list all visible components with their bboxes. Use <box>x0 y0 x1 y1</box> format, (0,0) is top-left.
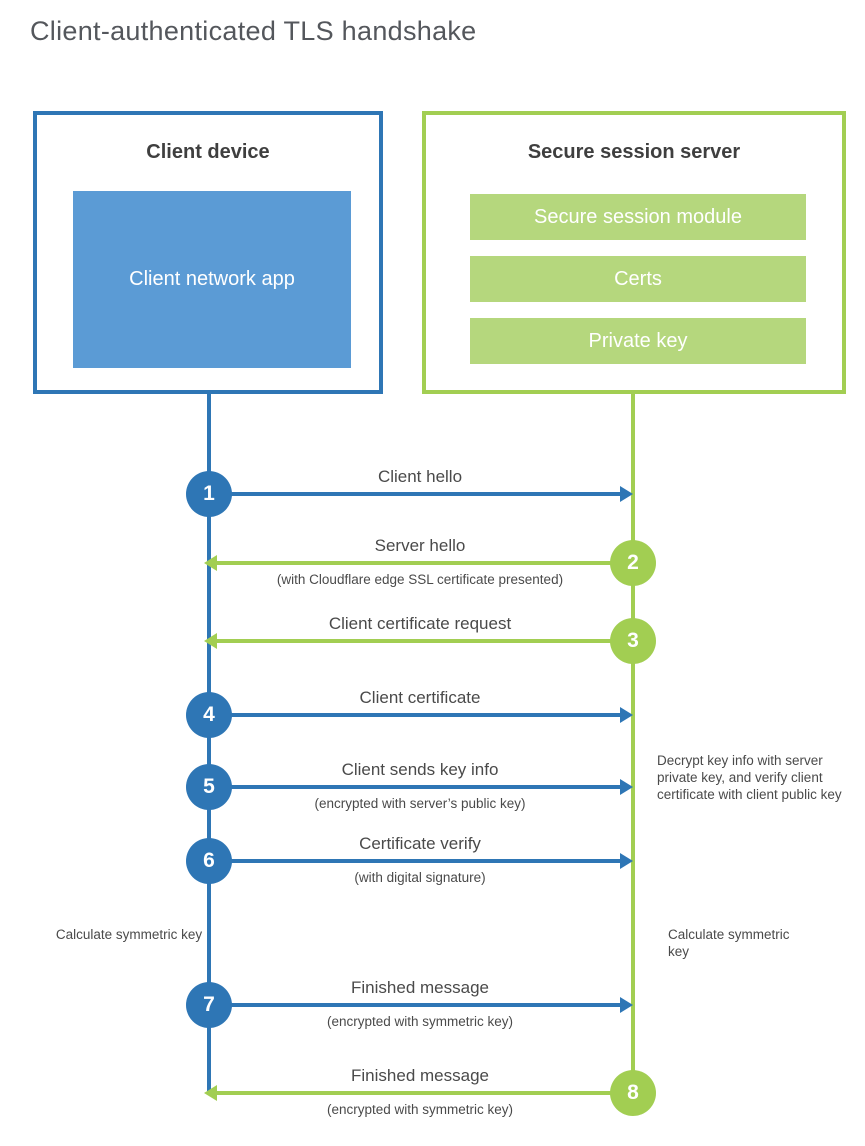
step-number-badge: 8 <box>610 1070 656 1116</box>
step-number-badge: 7 <box>186 982 232 1028</box>
step-sublabel: (encrypted with symmetric key) <box>326 1014 514 1029</box>
server-decrypt-note: Decrypt key info with server private key… <box>657 753 842 802</box>
client-network-app-label: Client network app <box>129 268 295 290</box>
step-label: Client sends key info <box>341 760 499 779</box>
arrow-line <box>230 492 620 496</box>
step-label: Certificate verify <box>359 834 481 853</box>
arrow-head-right-icon <box>620 853 633 869</box>
step-label: Server hello <box>374 536 466 555</box>
client-device-title: Client device <box>146 141 270 163</box>
server-calculate-symmetric-key-note: Calculate symmetric key <box>668 927 790 959</box>
step-number-badge: 4 <box>186 692 232 738</box>
step-sublabel: (encrypted with symmetric key) <box>326 1102 514 1117</box>
step-sublabel: (encrypted with server’s public key) <box>314 796 526 811</box>
page-title: Client-authenticated TLS handshake <box>30 16 477 46</box>
arrow-head-right-icon <box>620 486 633 502</box>
arrow-line <box>230 713 620 717</box>
step-number-badge: 2 <box>610 540 656 586</box>
arrow-line <box>230 785 620 789</box>
step-number-badge: 1 <box>186 471 232 517</box>
secure-session-server-box: Secure session server Secure session mod… <box>422 111 846 394</box>
step-label: Finished message <box>351 1066 489 1085</box>
arrow-line <box>217 561 616 565</box>
step-number-badge: 5 <box>186 764 232 810</box>
arrow-line <box>230 859 620 863</box>
arrow-line <box>230 1003 620 1007</box>
step-label: Client certificate <box>359 688 481 707</box>
arrow-head-left-icon <box>204 633 217 649</box>
client-network-app-box: Client network app <box>73 191 351 368</box>
step-label: Client certificate request <box>328 614 512 633</box>
step-number-badge: 6 <box>186 838 232 884</box>
step-sublabel: (with Cloudflare edge SSL certificate pr… <box>276 572 564 587</box>
step-label: Client hello <box>377 467 463 486</box>
arrow-head-right-icon <box>620 779 633 795</box>
private-key-bar: Private key <box>470 318 806 364</box>
arrow-head-right-icon <box>620 707 633 723</box>
client-device-box: Client device Client network app <box>33 111 383 394</box>
client-calculate-symmetric-key-note: Calculate symmetric key <box>55 927 203 942</box>
arrow-line <box>217 639 616 643</box>
secure-session-module-bar: Secure session module <box>470 194 806 240</box>
arrow-head-left-icon <box>204 555 217 571</box>
step-label: Finished message <box>351 978 489 997</box>
arrow-head-right-icon <box>620 997 633 1013</box>
arrow-head-left-icon <box>204 1085 217 1101</box>
client-lifeline <box>207 394 211 1091</box>
step-sublabel: (with digital signature) <box>354 870 486 885</box>
server-lifeline <box>631 394 635 1093</box>
secure-session-server-title: Secure session server <box>527 141 741 163</box>
certs-bar: Certs <box>470 256 806 302</box>
arrow-line <box>217 1091 616 1095</box>
step-number-badge: 3 <box>610 618 656 664</box>
